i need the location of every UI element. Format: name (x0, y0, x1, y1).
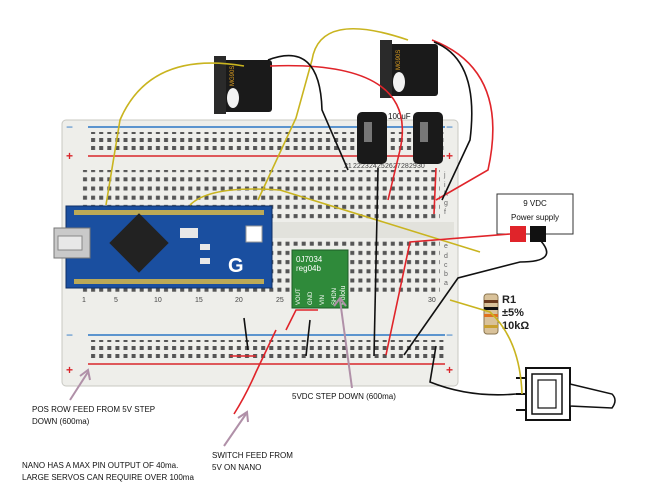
col-number: 29 (409, 163, 417, 170)
rail-plus-top-right: + (446, 149, 453, 163)
reg-brand: Pololu (340, 285, 347, 305)
note-pos-row: POS ROW FEED FROM 5V STEP DOWN (600ma) (32, 404, 192, 428)
col-number: 22 (353, 163, 361, 170)
col-number: 25 (276, 297, 284, 304)
row-letter: e (444, 243, 448, 250)
rail-minus-top-left: − (66, 120, 73, 134)
servo-right: MG90S (380, 40, 438, 98)
arrow-pos-row (69, 371, 89, 401)
row-letter: a (444, 280, 448, 287)
col-number: 5 (114, 297, 118, 304)
rail-plus-bottom-left: + (66, 363, 73, 377)
psu-line2: Power supply (511, 213, 559, 222)
col-number: 1 (82, 297, 86, 304)
reg-line2: reg04b (296, 264, 321, 273)
rail-minus-bottom-right: − (446, 328, 453, 342)
capacitor-right (413, 112, 443, 164)
col-number: 26 (385, 163, 393, 170)
capacitor-value: 100uF (388, 112, 411, 121)
note-switch-line1: SWITCH FEED FROM (212, 451, 293, 460)
note-nano-line1: NANO HAS A MAX PIN OUTPUT OF 40ma. (22, 461, 179, 470)
capacitor-left (357, 112, 387, 164)
resistor-tolerance: ±5% (502, 307, 524, 319)
row-letters-bottom: e d c b a (444, 243, 448, 287)
col-number: 23 (361, 163, 369, 170)
arrow-regulator (339, 299, 353, 389)
note-switch-feed: SWITCH FEED FROM 5V ON NANO (212, 450, 332, 474)
annotation-arrows (69, 296, 353, 447)
rail-plus-bottom-right: + (446, 363, 453, 377)
column-numbers-bottom: 1 5 10 15 20 25 30 (82, 297, 436, 304)
arrow-switch-feed (223, 413, 247, 447)
resistor-name: R1 (502, 294, 516, 306)
row-letter: b (444, 271, 448, 278)
reg-pin-shdn: SHDN (332, 288, 338, 305)
reg-line1: 0J7034 (296, 255, 323, 264)
row-letter: c (444, 262, 448, 269)
servo-right-brand: MG90S (396, 50, 402, 70)
row-letter: f (444, 209, 446, 216)
note-nano-line2: LARGE SERVOS CAN REQUIRE OVER 100ma (22, 473, 194, 482)
col-number: 30 (428, 297, 436, 304)
rail-minus-top-right: − (446, 120, 453, 134)
power-supply: 9 VDC Power supply (496, 193, 574, 242)
col-number: 25 (377, 163, 385, 170)
toggle-switch (516, 367, 616, 421)
wires-yellow (105, 28, 523, 395)
col-number: 10 (154, 297, 162, 304)
col-number: 27 (393, 163, 401, 170)
row-letter: g (444, 200, 448, 207)
psu-line1: 9 VDC (523, 199, 547, 208)
row-letter: i (444, 182, 446, 189)
psu-negative-terminal (530, 226, 546, 242)
resistor-value: 10kΩ (502, 320, 529, 332)
servo-left-brand: MG90S (230, 66, 236, 86)
note-switch-line2: 5V ON NANO (212, 463, 262, 472)
note-regulator: 5VDC STEP DOWN (600ma) (292, 392, 396, 401)
reg-pin-vout: VOUT (296, 288, 302, 305)
col-number: 24 (369, 163, 377, 170)
col-number: 20 (235, 297, 243, 304)
reg-pin-vin: VIN (320, 295, 326, 305)
nano-brand-logo: G (228, 255, 244, 277)
wires-black (243, 41, 548, 396)
col-number: 28 (401, 163, 409, 170)
column-numbers-top: 21 22 23 24 25 26 27 28 29 30 (344, 163, 425, 170)
rail-plus-top-left: + (66, 149, 73, 163)
wires-red (230, 39, 511, 415)
psu-positive-terminal (510, 226, 526, 242)
reg-pin-gnd: GND (308, 291, 314, 305)
note-pos-row-line2: DOWN (600ma) (32, 417, 90, 426)
row-letter: d (444, 253, 448, 260)
col-number: 21 (344, 163, 352, 170)
microcontroller-chip (109, 213, 169, 273)
arduino-nano: G (53, 205, 273, 289)
servo-left: MG90S (214, 56, 272, 114)
note-pos-row-line1: POS ROW FEED FROM 5V STEP (32, 405, 156, 414)
note-nano-limit: NANO HAS A MAX PIN OUTPUT OF 40ma. LARGE… (22, 460, 212, 484)
rail-minus-bottom-left: − (66, 328, 73, 342)
col-number: 15 (195, 297, 203, 304)
col-number: 30 (417, 163, 425, 170)
row-letter: j (443, 172, 446, 179)
